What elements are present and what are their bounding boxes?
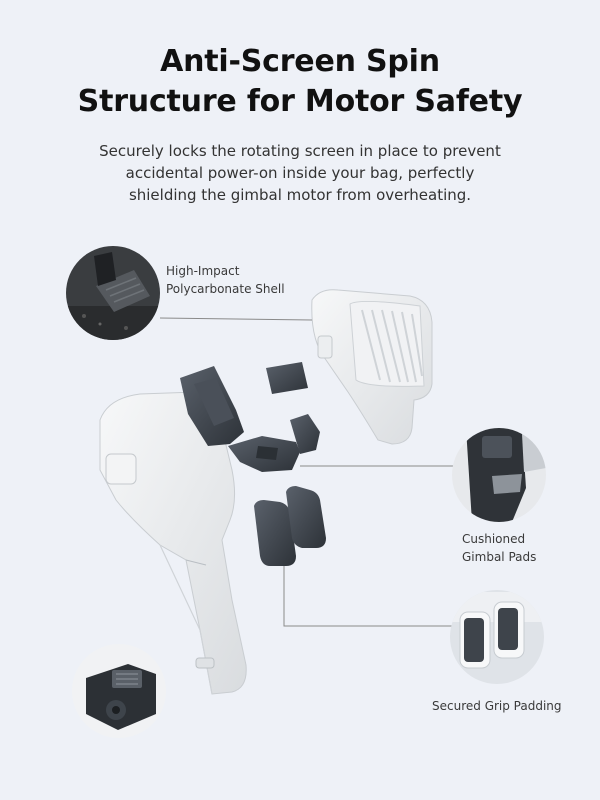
gimbal-bracket-pad [180,366,244,446]
shell-detail-image [66,246,160,340]
label-grip: Secured Grip Padding [432,699,562,713]
small-tab-pad [290,414,320,454]
description-line-1: Securely locks the rotating screen in pl… [99,142,501,160]
top-cover-shell [311,289,433,445]
cradle-pad [228,436,300,472]
page-title: Anti-Screen Spin Structure for Motor Saf… [0,42,600,122]
title-line-1: Anti-Screen Spin [160,44,440,79]
gimbal-pads-detail-image [452,428,546,522]
grip-pad-right [286,486,326,548]
description: Securely locks the rotating screen in pl… [40,140,560,206]
label-gimbal-pads: Cushioned Gimbal Pads [462,532,537,564]
title-line-2: Structure for Motor Safety [77,84,523,119]
label-shell: High-Impact Polycarbonate Shell [166,264,285,296]
grip-detail-image [450,590,544,684]
small-square-pad [266,362,308,394]
gimbal-head-detail-image [72,644,166,738]
description-line-2: accidental power-on inside your bag, per… [125,164,475,182]
detail-circle-grip [450,590,544,684]
detail-circle-gimbal-head [72,644,166,738]
grip-pad-left [254,500,296,566]
detail-circle-shell [66,246,160,340]
gimbal-handle-shell [99,391,247,695]
callout-lines [159,317,462,627]
detail-circle-gimbal-pads [452,428,546,522]
description-line-3: shielding the gimbal motor from overheat… [128,186,472,204]
